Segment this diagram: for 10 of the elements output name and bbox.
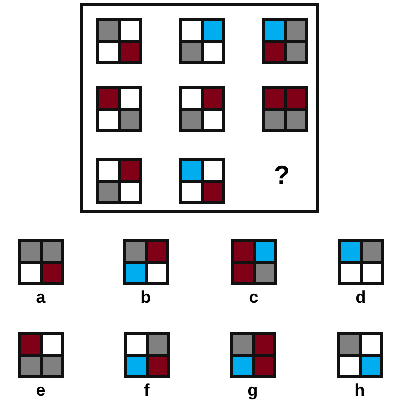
option-letter: g [248, 382, 258, 399]
puzzle-frame [80, 3, 319, 213]
option-letter: d [356, 289, 366, 306]
option-letter: c [249, 289, 259, 306]
question-mark: ? [274, 162, 290, 188]
option-letter: a [36, 289, 46, 306]
option-letter: h [354, 382, 366, 399]
option-letter: e [36, 382, 46, 399]
option-letter: b [140, 289, 152, 306]
option-letter: f [144, 382, 150, 399]
